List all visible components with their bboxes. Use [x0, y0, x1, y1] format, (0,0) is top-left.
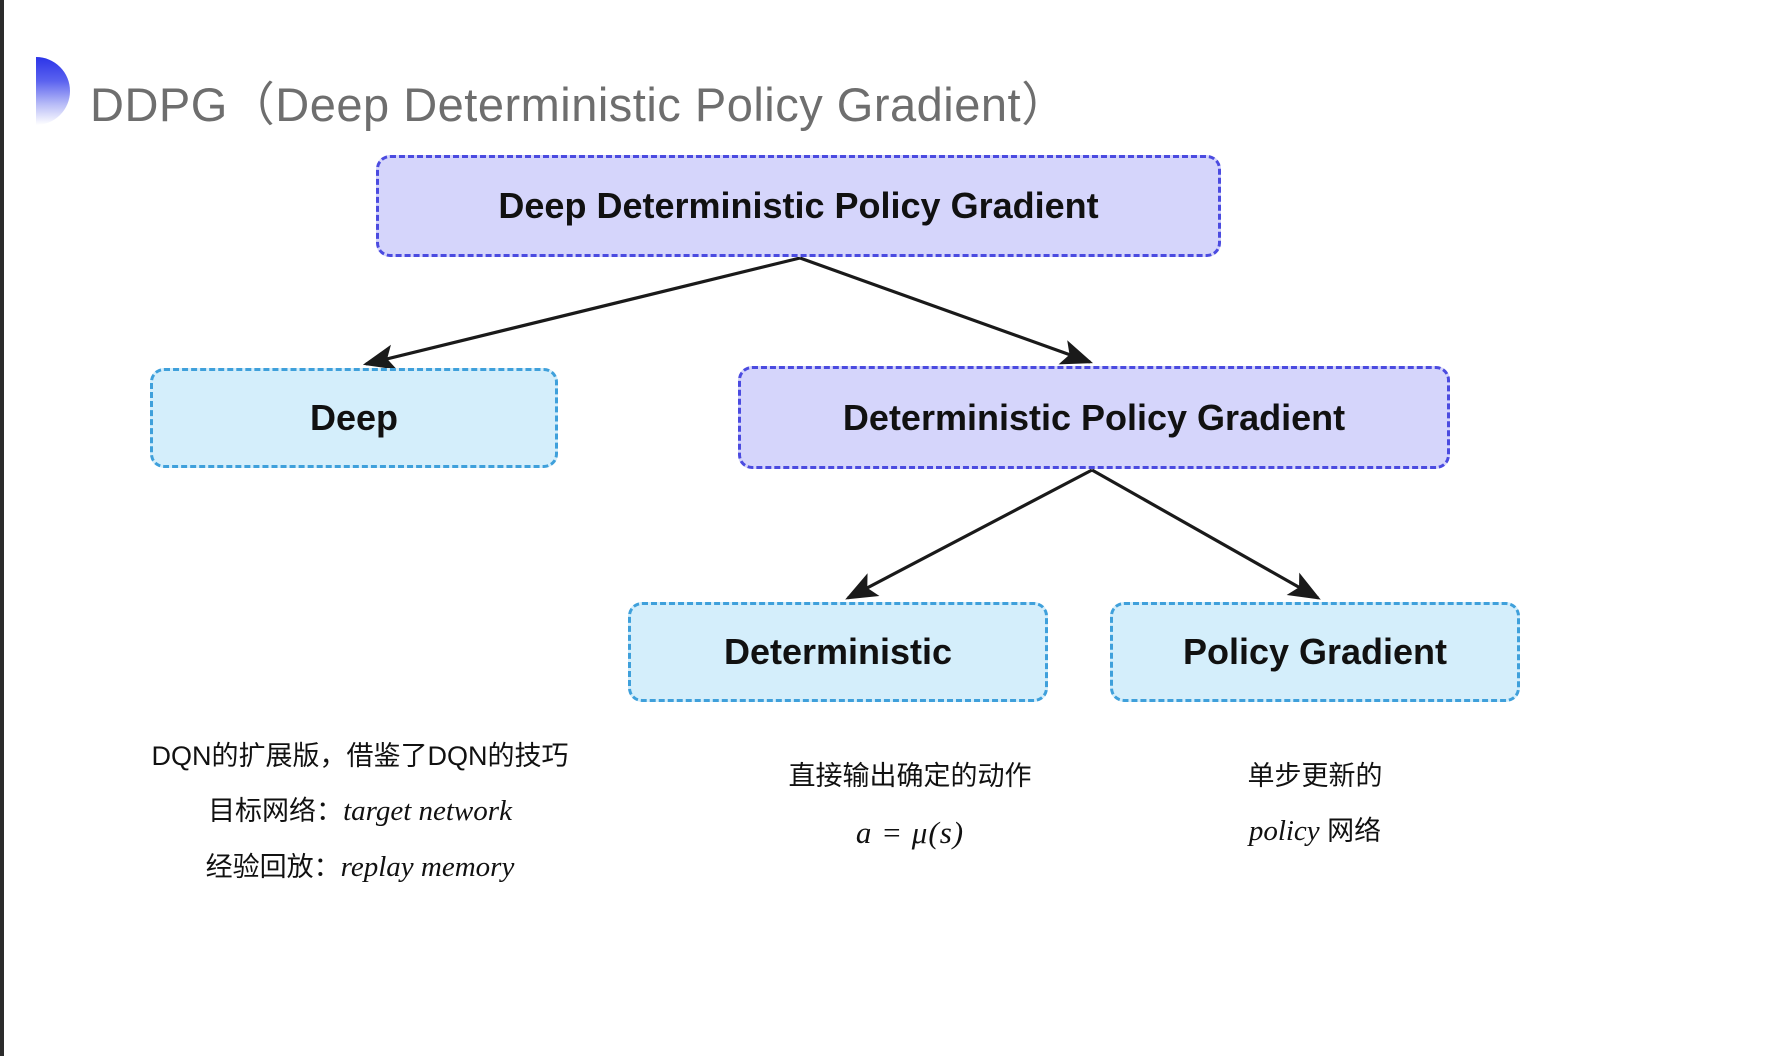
caption-deep-line-2-term: target network	[343, 794, 512, 827]
caption-deep: DQN的扩展版，借鉴了DQN的技巧 目标网络：target network 经验…	[130, 730, 590, 896]
edge-dpg-to-deterministic	[845, 468, 1093, 600]
node-deterministic-policy-gradient[interactable]: Deterministic Policy Gradient	[738, 366, 1450, 469]
node-policy-gradient[interactable]: Policy Gradient	[1110, 602, 1520, 702]
node-deep[interactable]: Deep	[150, 368, 558, 468]
caption-deep-line-1: DQN的扩展版，借鉴了DQN的技巧	[151, 741, 569, 771]
caption-policy-gradient-suffix: 网络	[1319, 815, 1382, 846]
caption-deep-line-2-label: 目标网络：	[208, 795, 344, 826]
title-bullet-shape-icon	[36, 57, 70, 125]
left-edge-letterbox	[0, 0, 4, 1056]
page-title: DDPG（Deep Deterministic Policy Gradient）	[90, 78, 1069, 131]
node-deterministic[interactable]: Deterministic	[628, 602, 1048, 702]
edge-dpg-to-policy-gradient	[1091, 468, 1321, 600]
caption-policy-gradient-term: policy	[1248, 814, 1320, 847]
caption-deep-line-2: 目标网络：target network	[130, 783, 590, 840]
caption-deep-line-3: 经验回放：replay memory	[130, 839, 590, 896]
caption-policy-gradient: 单步更新的 policy 网络	[1130, 750, 1500, 859]
caption-policy-gradient-line-1: 单步更新的	[1247, 761, 1383, 791]
edge-root-to-deep	[362, 256, 801, 370]
caption-policy-gradient-line-2: policy 网络	[1130, 803, 1500, 860]
caption-deterministic-formula: a = μ(s)	[855, 814, 965, 850]
node-root[interactable]: Deep Deterministic Policy Gradient	[376, 155, 1221, 257]
caption-deep-line-3-term: replay memory	[340, 851, 515, 884]
caption-deterministic-line-1: 直接输出确定的动作	[788, 761, 1032, 791]
edge-root-to-dpg	[799, 256, 1094, 365]
caption-deterministic: 直接输出确定的动作 a = μ(s)	[700, 750, 1120, 863]
caption-deep-line-3-label: 经验回放：	[205, 852, 341, 883]
